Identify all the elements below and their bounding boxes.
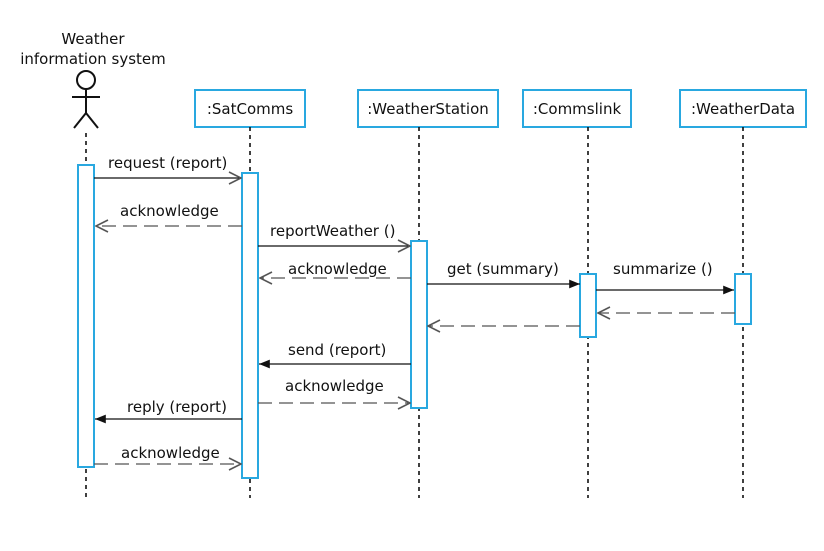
message-label-acknowledge-2: acknowledge	[288, 260, 387, 278]
message-label-summarize: summarize ()	[613, 260, 713, 278]
message-label-get-summary: get (summary)	[447, 260, 559, 278]
message-label-reportweather: reportWeather ()	[270, 222, 395, 240]
activation-bar-actor	[77, 164, 95, 468]
actor-label-line2: information system	[20, 50, 166, 68]
message-label-acknowledge-4: acknowledge	[121, 444, 220, 462]
activation-bar-weatherdata	[734, 273, 752, 325]
object-label-satcomms: :SatComms	[207, 100, 294, 118]
object-box-commslink: :Commslink	[522, 89, 632, 128]
object-box-satcomms: :SatComms	[194, 89, 306, 128]
actor-weather-information-system: Weather information system	[20, 30, 166, 129]
message-label-acknowledge-3: acknowledge	[285, 377, 384, 395]
activation-bar-commslink	[579, 273, 597, 338]
message-label-request: request (report)	[108, 154, 227, 172]
stick-figure-icon	[72, 70, 100, 129]
actor-label-line1: Weather	[61, 30, 125, 48]
activation-bar-satcomms	[241, 172, 259, 479]
object-label-weatherstation: :WeatherStation	[367, 100, 489, 118]
activation-bar-weatherstation	[410, 240, 428, 409]
object-box-weatherstation: :WeatherStation	[357, 89, 499, 128]
object-box-weatherdata: :WeatherData	[679, 89, 807, 128]
object-label-commslink: :Commslink	[533, 100, 622, 118]
message-label-acknowledge-1: acknowledge	[120, 202, 219, 220]
object-label-weatherdata: :WeatherData	[691, 100, 795, 118]
message-label-send-report: send (report)	[288, 341, 386, 359]
message-label-reply-report: reply (report)	[127, 398, 227, 416]
